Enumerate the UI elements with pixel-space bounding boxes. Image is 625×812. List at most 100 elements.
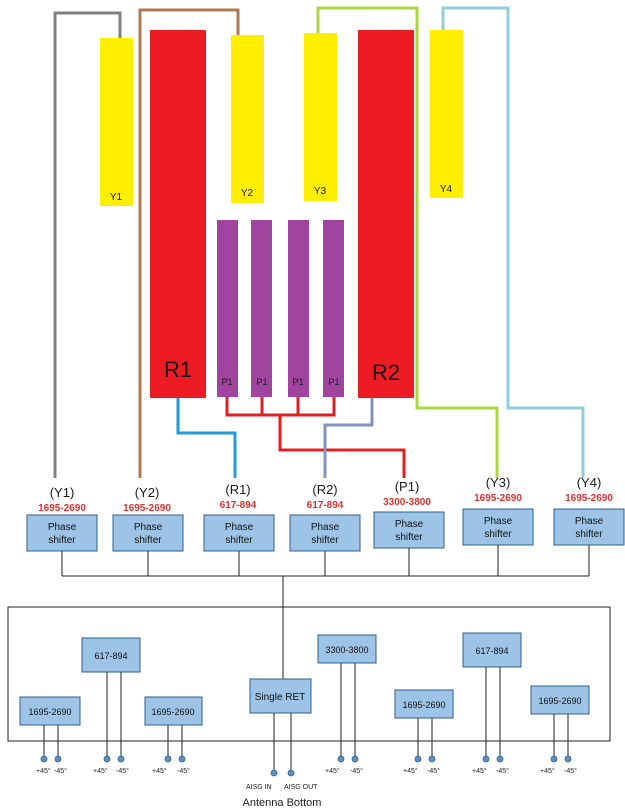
channel-label: (Y1) — [50, 485, 75, 500]
radiator-p1-c: P1 — [288, 220, 309, 397]
radiator-y2-label: Y2 — [241, 188, 254, 199]
phase-shifter-text: Phase — [311, 522, 340, 533]
channel-label: (Y2) — [135, 485, 160, 500]
feed-line-y1 — [53, 11, 122, 478]
port-dot — [103, 755, 111, 763]
port-dot — [564, 755, 572, 763]
port-label-minus: -45° — [177, 767, 190, 775]
bottom-box-1695-2690-d: 1695-2690 — [530, 685, 590, 715]
bottom-box-label: 617-894 — [475, 646, 508, 656]
radiator-p1-label: P1 — [256, 377, 267, 387]
phase-shifter-text: Phase — [225, 522, 254, 533]
feed-line-p1 — [225, 397, 406, 478]
port-dot — [351, 755, 359, 763]
bottom-box-label: 3300-3800 — [325, 645, 368, 655]
phase-shifter-y4: Phase shifter — [553, 508, 625, 546]
feed-line-r1 — [176, 398, 237, 478]
radiator-y4-label: Y4 — [440, 184, 453, 195]
radiator-y3-label: Y3 — [314, 186, 327, 197]
phase-shifter-text: shifter — [484, 529, 512, 540]
phase-shifter-text: shifter — [575, 529, 603, 540]
port-label-plus: +45° — [403, 767, 418, 775]
port-dot — [270, 769, 278, 777]
port-dot — [337, 755, 345, 763]
connector-leads — [43, 663, 569, 771]
radiator-p1-b: P1 — [251, 220, 272, 397]
phase-shifter-text: Phase — [575, 516, 604, 527]
port-dot — [178, 755, 186, 763]
port-label-minus: -45° — [350, 767, 363, 775]
channel-y1: (Y1) 1695-2690 — [38, 485, 86, 514]
port-labels: +45° -45° +45° -45° +45° -45° +45° -45° … — [36, 767, 577, 791]
radiator-p1-label: P1 — [221, 377, 232, 387]
phase-shifter-text: Phase — [134, 522, 163, 533]
channel-p1: (P1) 3300-3800 — [383, 479, 431, 508]
port-dot — [496, 755, 504, 763]
feed-line-y3 — [316, 6, 499, 478]
port-label-minus: -45° — [54, 767, 67, 775]
feed-line-y4 — [441, 6, 585, 478]
channel-freq: 1695-2690 — [474, 493, 522, 504]
port-label-minus: -45° — [496, 767, 509, 775]
radiator-p1-label: P1 — [328, 377, 339, 387]
port-label-minus: -45° — [564, 767, 577, 775]
radiator-r1: R1 — [150, 30, 206, 398]
bottom-box-label: 1695-2690 — [402, 700, 445, 710]
radiator-y1-label: Y1 — [110, 192, 123, 203]
bottom-box-1695-2690-a: 1695-2690 — [19, 696, 81, 726]
port-label-aisg-in: AISG IN — [246, 784, 272, 791]
radiator-r2-label: R2 — [372, 360, 400, 385]
radiator-p1-a: P1 — [217, 220, 238, 397]
feed-line-y2 — [138, 8, 240, 478]
port-label-aisg-out: AISG OUT — [284, 784, 318, 791]
channel-freq: 1695-2690 — [38, 503, 86, 514]
bottom-box-617-894-a: 617-894 — [81, 637, 141, 673]
channel-freq: 617-894 — [307, 500, 344, 511]
radiator-p1-label: P1 — [292, 377, 303, 387]
radiator-y2: Y2 — [231, 35, 264, 203]
channel-label: (R1) — [225, 482, 250, 497]
port-label-minus: -45° — [427, 767, 440, 775]
radiator-y4: Y4 — [430, 30, 463, 198]
port-dot — [40, 755, 48, 763]
bottom-box-label: 1695-2690 — [28, 707, 71, 717]
channel-y3: (Y3) 1695-2690 — [474, 475, 522, 504]
radiator-r2: R2 — [358, 30, 414, 398]
phase-shifter-text: shifter — [225, 535, 253, 546]
channel-freq: 1695-2690 — [123, 503, 171, 514]
port-dot — [414, 755, 422, 763]
port-label-plus: +45° — [472, 767, 487, 775]
phase-shifter-text: Phase — [48, 522, 77, 533]
port-dot — [164, 755, 172, 763]
antenna-bottom-label: Antenna Bottom — [243, 797, 322, 809]
control-bus — [61, 545, 590, 679]
port-dot — [117, 755, 125, 763]
channel-label: (Y3) — [486, 475, 511, 490]
phase-shifter-y1: Phase shifter — [26, 514, 98, 552]
phase-shifter-text: shifter — [311, 535, 339, 546]
phase-shifter-text: shifter — [134, 535, 162, 546]
port-label-plus: +45° — [36, 767, 51, 775]
channel-y4: (Y4) 1695-2690 — [565, 475, 613, 504]
port-dot — [550, 755, 558, 763]
port-dot — [482, 755, 490, 763]
phase-shifter-y2: Phase shifter — [112, 514, 184, 552]
bottom-box-1695-2690-b: 1695-2690 — [144, 696, 203, 726]
phase-shifter-text: shifter — [395, 532, 423, 543]
radiator-y1: Y1 — [100, 38, 133, 206]
radiator-y3: Y3 — [304, 33, 337, 201]
antenna-bottom-enclosure — [7, 606, 611, 742]
phase-shifter-text: shifter — [48, 535, 76, 546]
phase-shifter-text: Phase — [395, 519, 424, 530]
channel-freq: 617-894 — [220, 500, 257, 511]
port-dot — [54, 755, 62, 763]
port-label-plus: +45° — [325, 767, 340, 775]
channel-freq: 1695-2690 — [565, 493, 613, 504]
channel-label: (R2) — [312, 482, 337, 497]
port-label-plus: +45° — [540, 767, 555, 775]
channel-r2: (R2) 617-894 — [307, 482, 344, 511]
port-label-plus: +45° — [152, 767, 167, 775]
phase-shifter-text: Phase — [484, 516, 513, 527]
bottom-box-3300-3800: 3300-3800 — [317, 634, 377, 664]
channel-label: (P1) — [395, 479, 420, 494]
